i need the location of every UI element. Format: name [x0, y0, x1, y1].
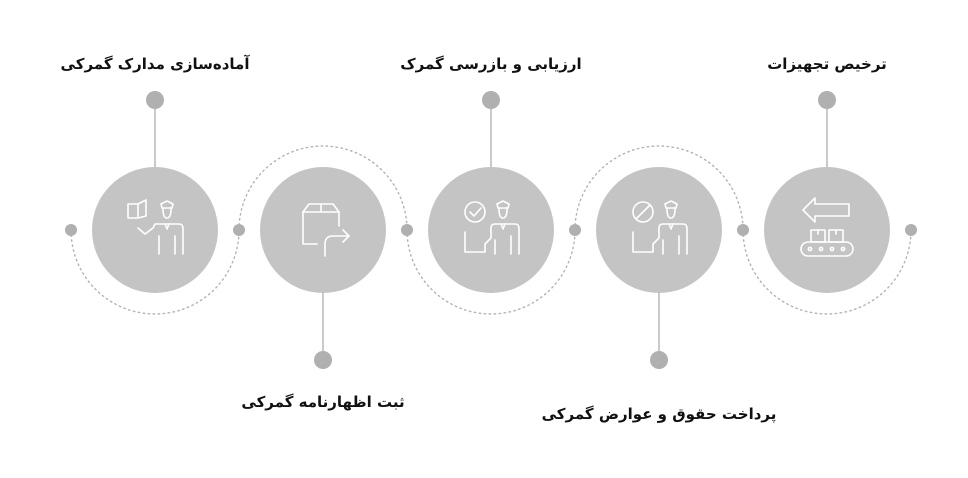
step-label-4: پرداخت حقوق و عوارض گمرکی [541, 405, 777, 423]
junction-dot-2 [233, 224, 245, 236]
arc-bottom-1 [70, 229, 240, 315]
box-arrow-icon [302, 203, 350, 257]
label-dot-5 [818, 91, 836, 109]
endpoint-dots [65, 91, 917, 369]
label-dot-1 [146, 91, 164, 109]
connector-lines [154, 100, 828, 360]
label-dot-4 [650, 351, 668, 369]
stamp-officer-icon [632, 200, 688, 255]
conveyor-arrow-icon [800, 197, 854, 257]
documents-officer-icon [127, 199, 184, 255]
arc-top-2 [238, 145, 408, 231]
junction-dot-6 [905, 224, 917, 236]
check-officer-icon [464, 200, 520, 255]
junction-dot-3 [401, 224, 413, 236]
step-label-5: ترخیص تجهیزات [767, 55, 887, 73]
label-dot-3 [482, 91, 500, 109]
arc-bottom-3 [406, 229, 576, 315]
step-circle-2 [260, 167, 386, 293]
step-circle-1 [92, 167, 218, 293]
label-dot-2 [314, 351, 332, 369]
step-label-1: آماده‌سازی مدارک گمرکی [60, 55, 250, 73]
step-circle-5 [764, 167, 890, 293]
junction-dot-5 [737, 224, 749, 236]
step-label-3: ارزیابی و بازرسی گمرک [400, 55, 582, 73]
dotted-arcs [70, 145, 912, 315]
junction-dot-1 [65, 224, 77, 236]
step-label-2: ثبت اظهارنامه گمرکی [241, 393, 405, 411]
junction-dot-4 [569, 224, 581, 236]
arc-top-4 [574, 145, 744, 231]
arc-bottom-5 [742, 229, 912, 315]
